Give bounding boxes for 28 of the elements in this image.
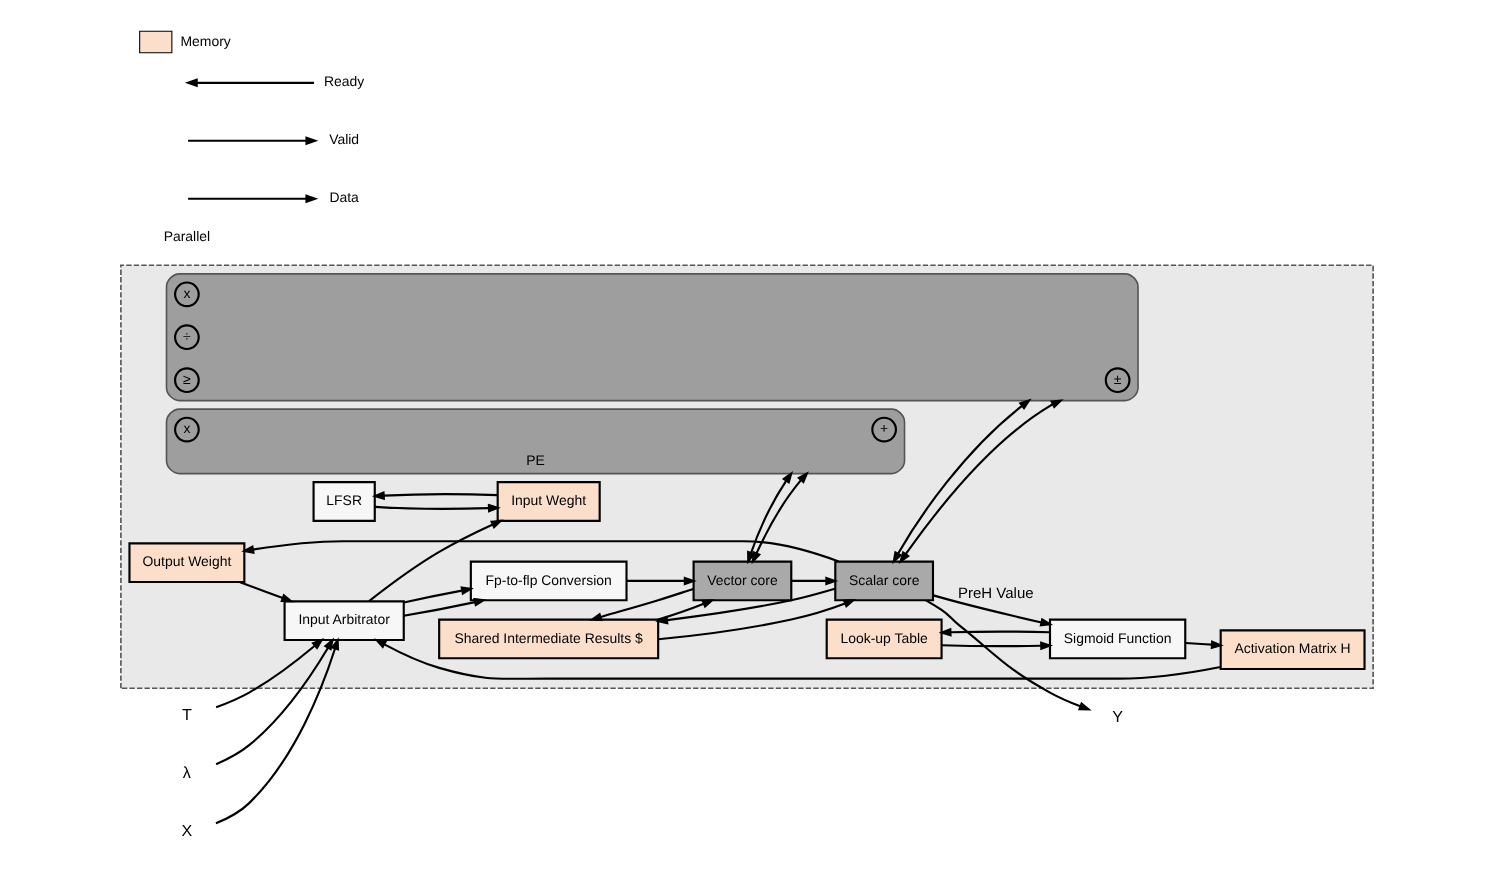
arrow (214, 637, 324, 709)
arrow (932, 594, 1053, 627)
arrow (1184, 640, 1223, 650)
arrow (370, 491, 497, 501)
arrow (750, 471, 808, 565)
arrow (214, 637, 339, 825)
arrow (240, 540, 839, 563)
arrow (402, 586, 473, 604)
arrow (372, 638, 1220, 680)
cluster (119, 264, 1373, 690)
arrow (937, 627, 1049, 637)
arrow (654, 587, 835, 625)
arrow (656, 599, 714, 621)
arrow (790, 576, 838, 586)
arrow (214, 637, 334, 766)
arrow (374, 503, 500, 513)
arrow (940, 641, 1053, 651)
arrow (367, 519, 503, 603)
arrow (238, 581, 293, 603)
arrow (746, 470, 793, 565)
arrow (897, 399, 1063, 564)
arrow (588, 588, 693, 622)
arrow (891, 398, 1031, 565)
arrow (625, 576, 696, 586)
cluster (164, 273, 1138, 402)
arrow (402, 597, 486, 617)
arrow (924, 599, 1091, 711)
arrow (657, 599, 856, 641)
